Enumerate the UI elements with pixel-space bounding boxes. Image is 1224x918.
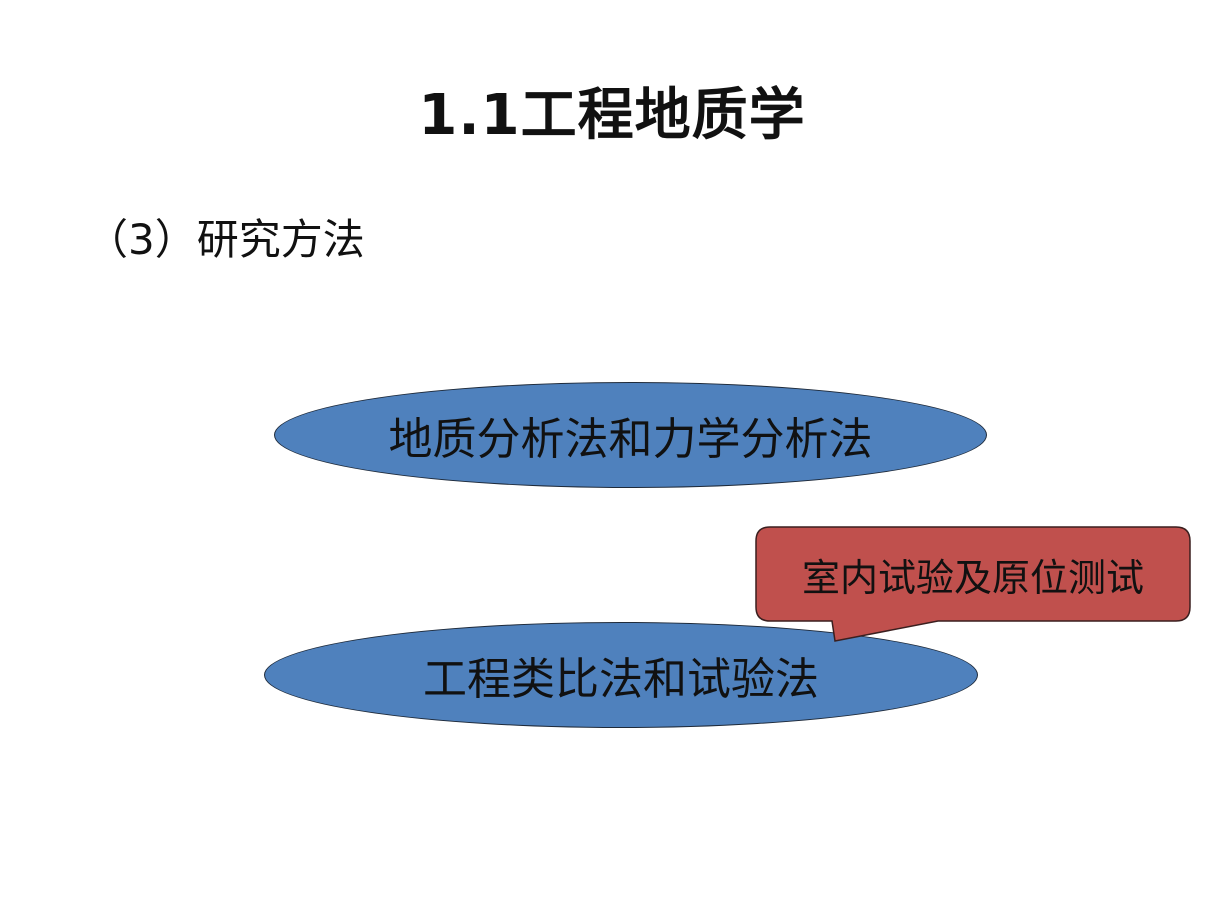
method-label-geology-mechanics: 地质分析法和力学分析法 xyxy=(388,414,873,465)
slide-title: 1.1工程地质学 xyxy=(418,83,806,148)
section-subtitle: （3）研究方法 xyxy=(86,215,365,264)
callout-label: 室内试验及原位测试 xyxy=(801,555,1144,600)
method-ellipse-analogy-testing: 工程类比法和试验法 xyxy=(264,622,978,728)
method-label-analogy-testing: 工程类比法和试验法 xyxy=(423,654,819,705)
method-ellipse-geology-mechanics: 地质分析法和力学分析法 xyxy=(274,382,987,488)
